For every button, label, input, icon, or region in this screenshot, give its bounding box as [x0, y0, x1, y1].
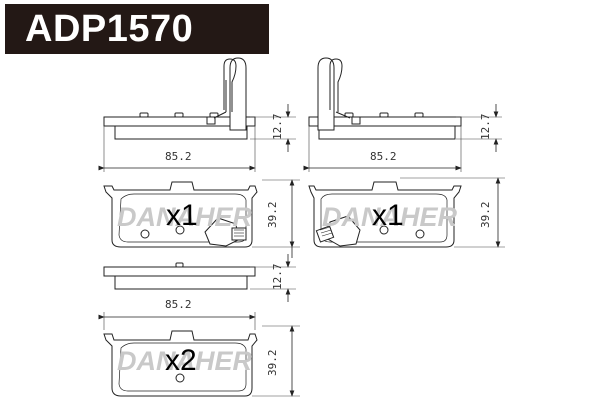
pad-3-dimension-height: 39.2	[252, 325, 300, 397]
pad-3-side-view	[103, 262, 256, 290]
pad-1-dimension-thickness: 12.7	[250, 104, 296, 152]
pad-2-quantity: x1	[372, 199, 404, 232]
pad-2-watermark: DANAHER	[322, 202, 458, 232]
pad-2-dimension-width: 85.2	[303, 126, 462, 172]
pad-1-dimension-width: 85.2	[98, 126, 256, 172]
pad-1-watermark: DANAHER	[117, 202, 253, 232]
pad-1-dimension-height: 39.2	[252, 179, 300, 258]
pad-3-front-view	[103, 330, 258, 397]
pad-2-front-view	[308, 181, 462, 248]
pad-3-quantity: x2	[165, 344, 197, 377]
pad-1-quantity: x1	[166, 199, 198, 232]
pad-3-height-label: 39.2	[266, 350, 279, 377]
pad-1-thickness-label: 12.7	[271, 114, 284, 141]
pad-2-thickness-label: 12.7	[479, 114, 492, 141]
pad-2-dimension-thickness: 12.7	[456, 104, 502, 152]
pad-3-width-label: 85.2	[165, 298, 192, 311]
pad-1-front-view	[103, 181, 258, 248]
pad-3-dimension-width: 85.2	[98, 298, 256, 330]
pad-1-height-label: 39.2	[266, 202, 279, 229]
part-number-banner: ADP1570	[5, 4, 269, 54]
pad-2-dimension-height: 39.2	[400, 177, 505, 248]
pad-3-watermark: DANAHER	[117, 346, 253, 376]
pad-3-thickness-label: 12.7	[271, 264, 284, 291]
pad-3-dimension-thickness: 12.7	[250, 254, 296, 302]
pad-2-height-label: 39.2	[479, 202, 492, 229]
pad-1-width-label: 85.2	[165, 150, 192, 163]
pad-2-side-view	[308, 57, 462, 140]
pad-2-width-label: 85.2	[370, 150, 397, 163]
pad-1-side-view	[103, 57, 256, 140]
part-number-title: ADP1570	[25, 8, 194, 50]
